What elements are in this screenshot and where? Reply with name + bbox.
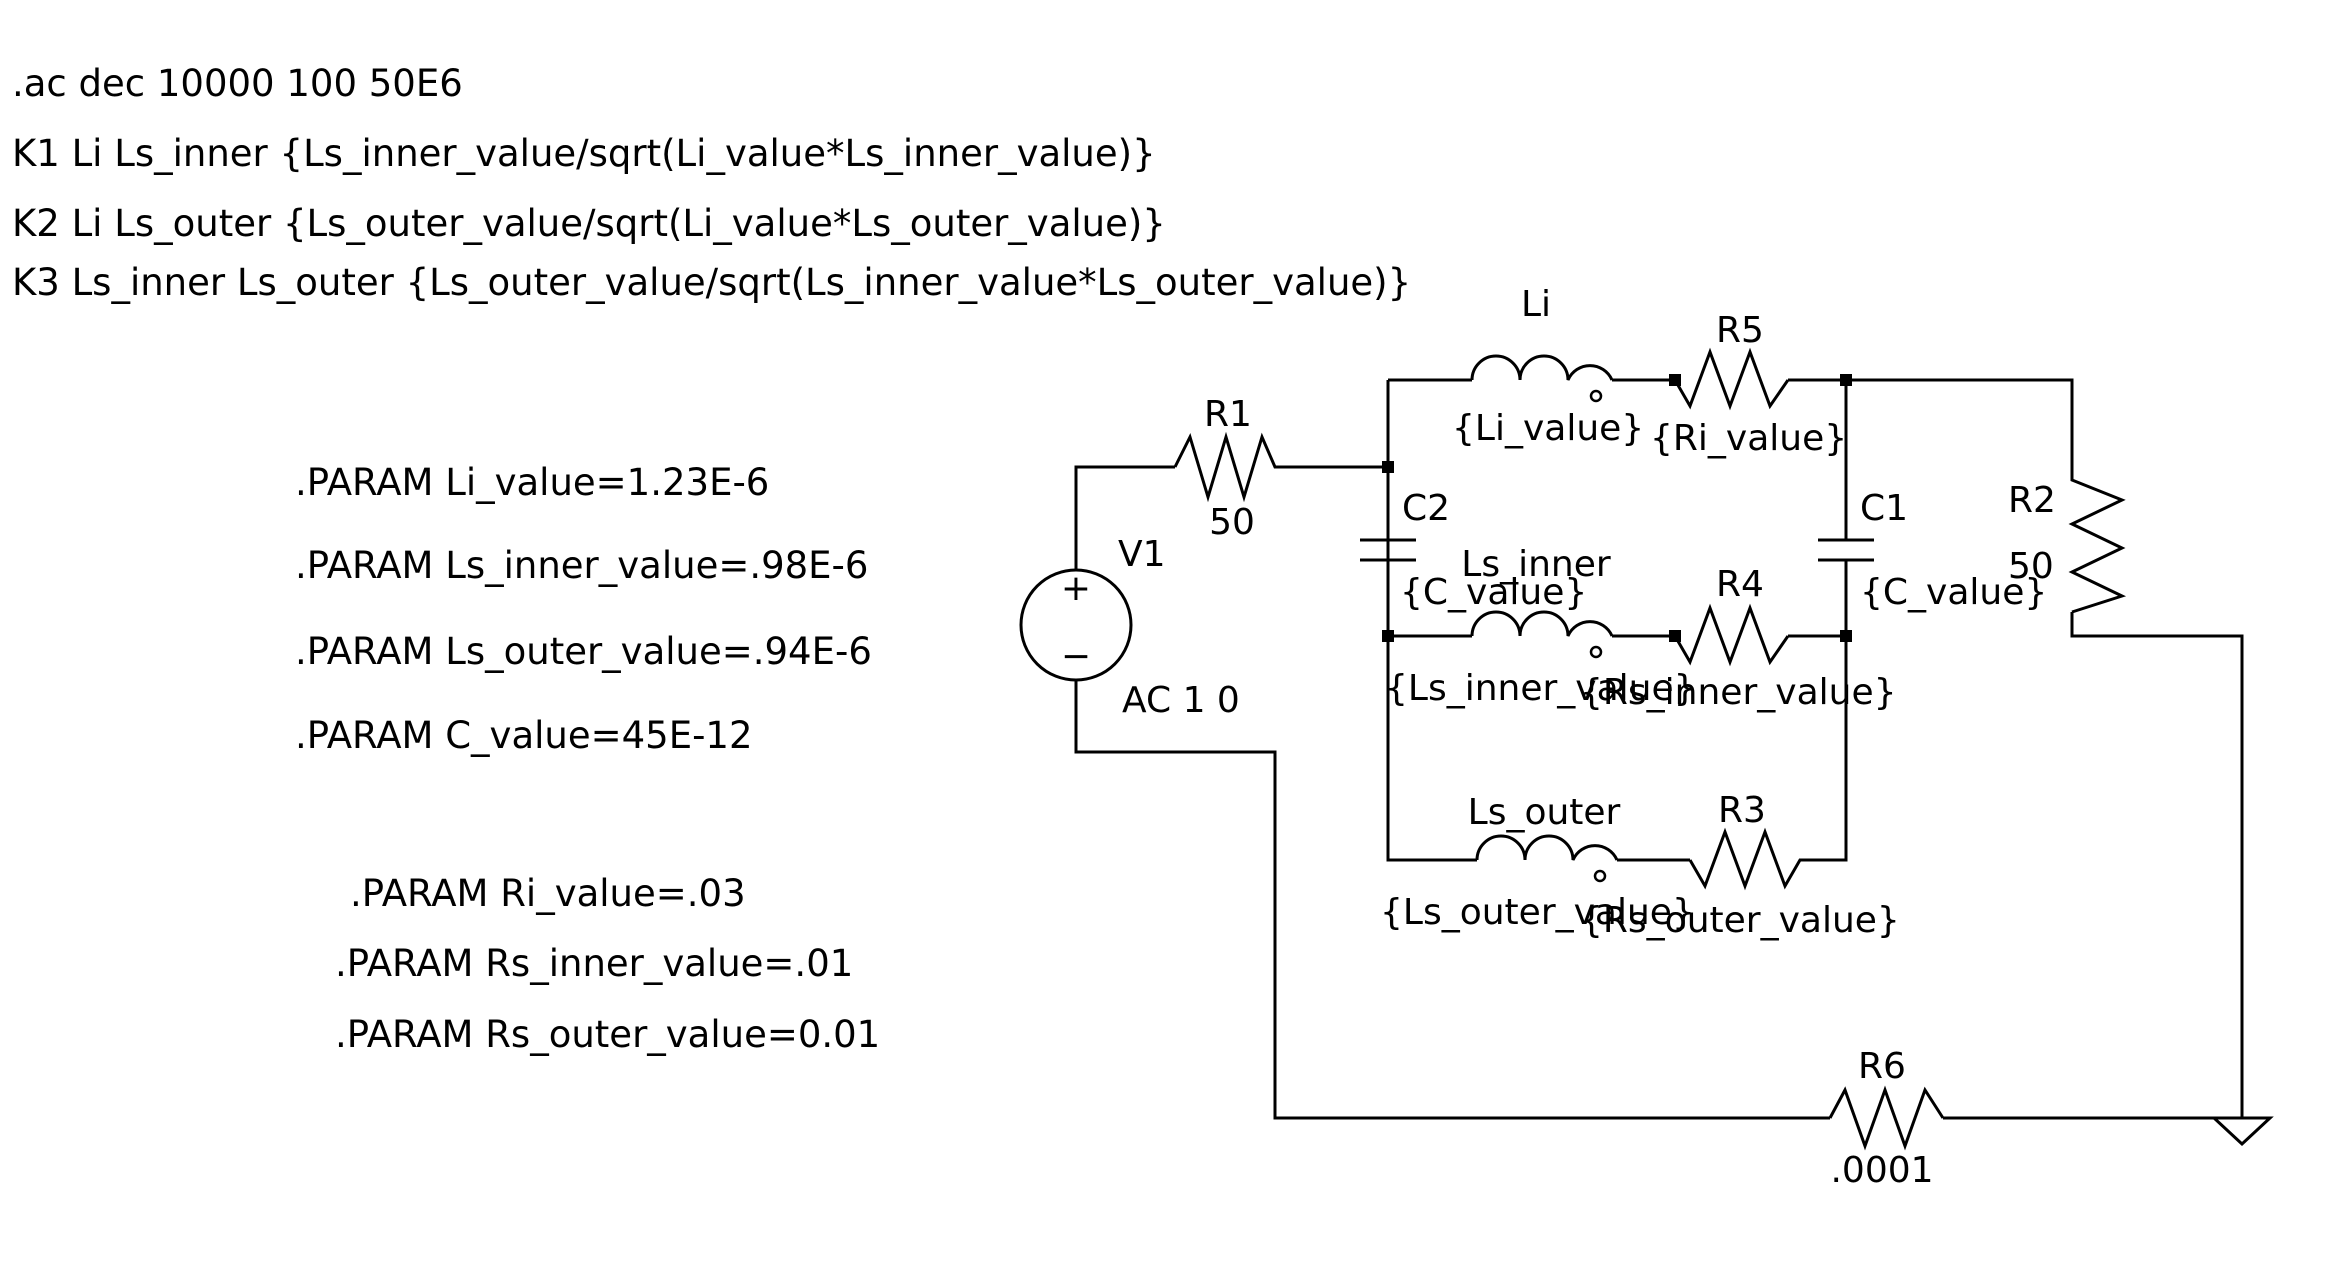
v1-source[interactable]: + − [1019,568,1133,682]
r2-name: R2 [2008,480,2056,521]
r2-resistor[interactable] [2068,470,2127,614]
ls-outer-value: {Ls_outer_value} [1380,892,1695,933]
v1-value: AC 1 0 [1122,680,1240,721]
ls-inner-name: Ls_inner [1461,544,1611,585]
c2-value: {C_value} [1400,572,1587,613]
r6-name: R6 [1858,1046,1906,1087]
r3-resistor[interactable] [1688,827,1846,891]
param-ls-outer-value[interactable]: .PARAM Ls_outer_value=.94E-6 [295,630,872,673]
wire-r2-ground [2070,612,2244,1118]
junction-node-a [1382,461,1394,473]
ls-inner-inductor[interactable] [1470,610,1614,659]
wires [1074,378,2244,1120]
v1-name: V1 [1118,534,1166,575]
param-c-value[interactable]: .PARAM C_value=45E-12 [295,714,753,757]
v1-minus-sign: − [1061,636,1091,677]
wire-v1-r1 [1074,465,1175,570]
c1-value: {C_value} [1860,572,2047,613]
c1-name: C1 [1860,488,1908,529]
param-rs-outer-value[interactable]: .PARAM Rs_outer_value=0.01 [335,1013,880,1056]
r5-name: R5 [1716,310,1764,351]
r1-resistor[interactable] [1173,431,1288,503]
junction-node-b [1382,630,1394,642]
wire-left-rail [1386,380,1477,862]
ground-icon [2210,1116,2274,1147]
ls-outer-inductor[interactable] [1475,834,1619,883]
ac-directive[interactable]: .ac dec 10000 100 50E6 [12,62,463,105]
c2-name: C2 [1402,488,1450,529]
wire-v1-r6 [1074,680,1830,1120]
k2-directive[interactable]: K2 Li Ls_outer {Ls_outer_value/sqrt(Li_v… [12,202,1166,245]
r6-resistor[interactable] [1828,1085,1945,1151]
ls-outer-name: Ls_outer [1468,792,1621,833]
param-li-value[interactable]: .PARAM Li_value=1.23E-6 [295,461,769,504]
k1-directive[interactable]: K1 Li Ls_inner {Ls_inner_value/sqrt(Li_v… [12,132,1156,175]
r4-resistor[interactable] [1673,603,1790,667]
junction-mid-right [1840,630,1852,642]
param-ri-value[interactable]: .PARAM Ri_value=.03 [350,872,746,915]
r3-value: {Rs_outer_value} [1580,900,1900,941]
li-name: Li [1521,284,1551,325]
r5-value: {Ri_value} [1650,418,1847,459]
k3-directive[interactable]: K3 Ls_inner Ls_outer {Ls_outer_value/sqr… [12,261,1411,304]
r3-name: R3 [1718,790,1766,831]
c1-capacitor[interactable] [1818,538,1874,562]
r2-value: 50 [2008,546,2054,587]
wire-top-r2 [1846,378,2074,470]
r6-value: .0001 [1830,1150,1933,1191]
ls-inner-value: {Ls_inner_value} [1385,668,1697,709]
r4-name: R4 [1716,564,1764,605]
param-ls-inner-value[interactable]: .PARAM Ls_inner_value=.98E-6 [295,544,868,587]
r1-value: 50 [1209,502,1255,543]
r1-name: R1 [1204,394,1252,435]
param-rs-inner-value[interactable]: .PARAM Rs_inner_value=.01 [335,942,853,985]
v1-plus-sign: + [1061,568,1091,609]
r5-resistor[interactable] [1673,347,1790,411]
li-value: {Li_value} [1452,408,1644,449]
li-inductor[interactable] [1470,354,1614,403]
c2-capacitor[interactable] [1360,538,1416,562]
junction-top-right [1840,374,1852,386]
r4-value: {Rs_inner_value} [1580,672,1897,713]
